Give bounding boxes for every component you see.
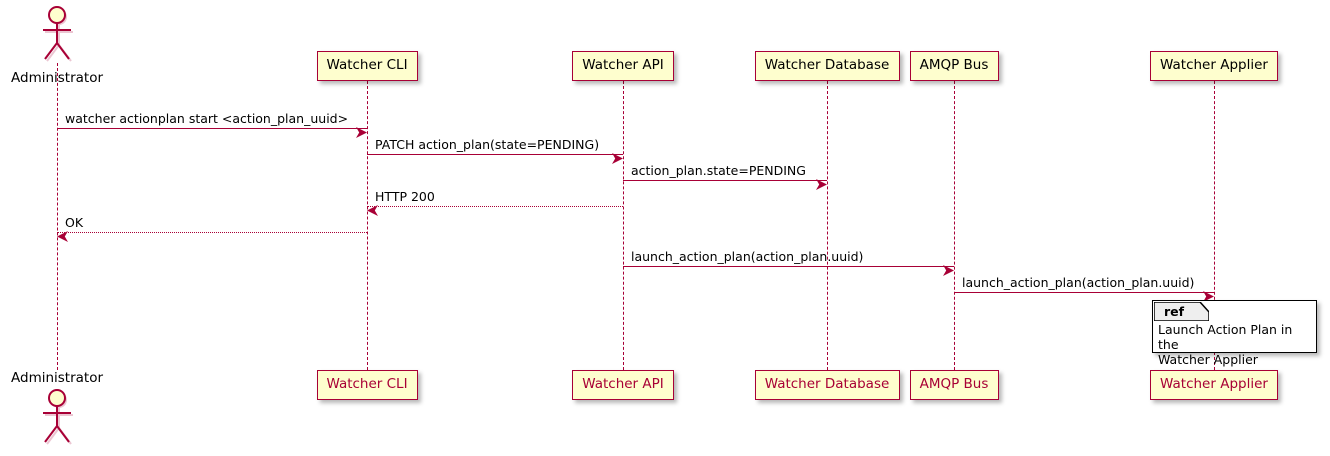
lifeline-administrator (57, 63, 58, 370)
lifeline-watcher-api (623, 81, 624, 370)
lifeline-watcher-applier (1214, 81, 1215, 370)
message-line-m6 (623, 266, 954, 267)
participant-box-bottom-watcher-database[interactable]: Watcher Database (754, 370, 900, 400)
message-label-m3: action_plan.state=PENDING (631, 163, 806, 178)
lifeline-amqp-bus (954, 81, 955, 370)
participant-box-bottom-watcher-cli[interactable]: Watcher CLI (316, 370, 418, 400)
message-arrowhead-m3 (816, 175, 827, 190)
lifeline-watcher-cli (367, 81, 368, 370)
message-line-m3 (623, 180, 827, 181)
message-arrowhead-m1 (356, 123, 367, 138)
message-label-m1: watcher actionplan start <action_plan_uu… (65, 111, 349, 126)
participant-box-watcher-api[interactable]: Watcher API (572, 51, 674, 81)
participant-box-bottom-watcher-applier[interactable]: Watcher Applier (1150, 370, 1278, 400)
ref-fragment-tab-label: ref (1164, 304, 1185, 319)
message-line-m5 (57, 232, 367, 233)
message-label-m4: HTTP 200 (375, 189, 435, 204)
actor-label-bottom-administrator: Administrator (11, 370, 104, 386)
message-line-m1 (57, 128, 367, 129)
actor-figure-bottom-administrator (36, 388, 78, 446)
message-label-m6: launch_action_plan(action_plan.uuid) (631, 249, 864, 264)
message-label-m2: PATCH action_plan(state=PENDING) (375, 137, 600, 152)
message-line-m2 (367, 154, 623, 155)
message-line-m7 (954, 292, 1214, 293)
actor-label-administrator: Administrator (11, 70, 104, 86)
participant-box-watcher-cli[interactable]: Watcher CLI (316, 51, 418, 81)
participant-box-bottom-amqp-bus[interactable]: AMQP Bus (909, 370, 999, 400)
message-line-m4 (367, 206, 623, 207)
message-arrowhead-m7 (1203, 287, 1214, 302)
participant-box-watcher-database[interactable]: Watcher Database (754, 51, 900, 81)
participant-box-bottom-watcher-api[interactable]: Watcher API (572, 370, 674, 400)
message-arrowhead-m2 (612, 149, 623, 164)
message-label-m7: launch_action_plan(action_plan.uuid) (962, 275, 1195, 290)
participant-box-watcher-applier[interactable]: Watcher Applier (1150, 51, 1278, 81)
message-label-m5: OK (65, 215, 84, 230)
lifeline-watcher-database (827, 81, 828, 370)
message-arrowhead-m5 (57, 227, 68, 242)
ref-fragment-text: Launch Action Plan in the Watcher Applie… (1158, 322, 1293, 367)
message-arrowhead-m6 (943, 261, 954, 276)
actor-figure-top-administrator (36, 5, 78, 63)
message-arrowhead-m4 (367, 201, 378, 216)
participant-box-amqp-bus[interactable]: AMQP Bus (909, 51, 999, 81)
